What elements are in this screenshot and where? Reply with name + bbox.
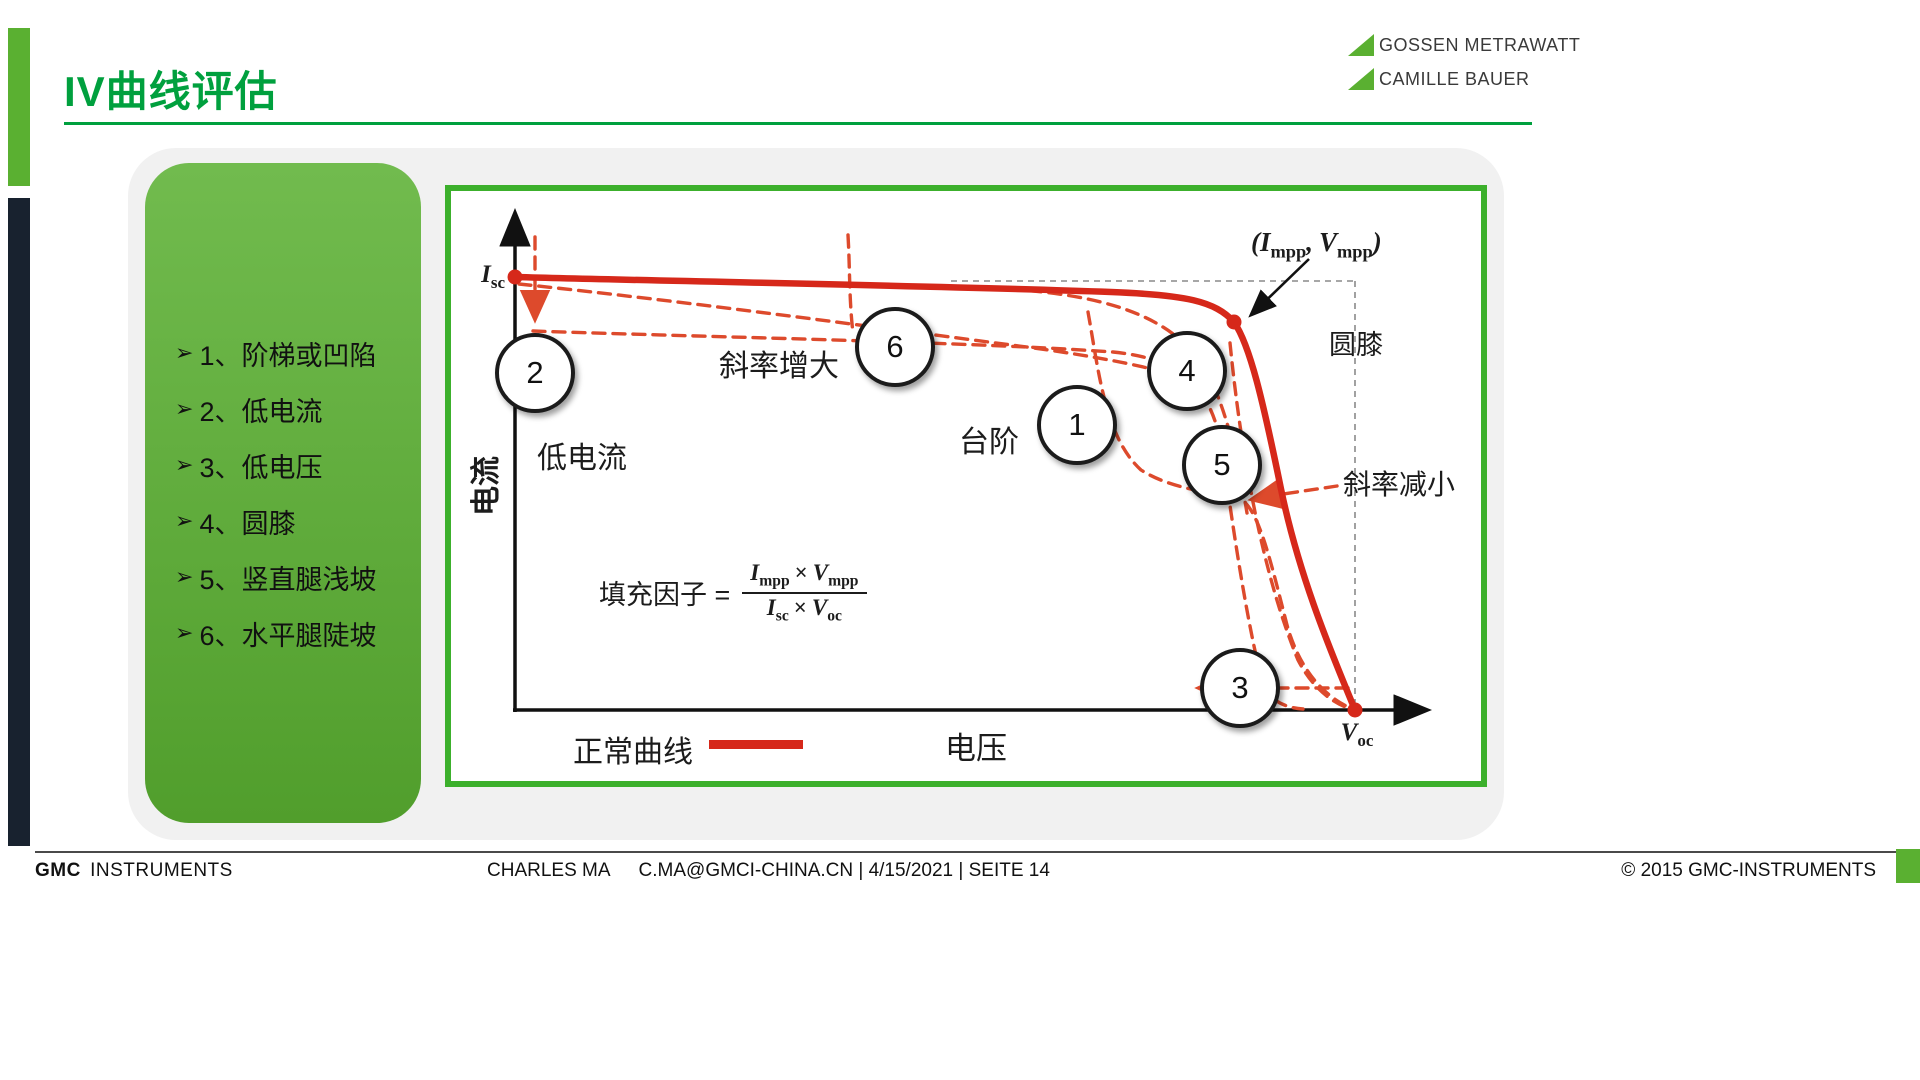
logo-triangle-icon (1348, 68, 1374, 90)
isc-base: I (481, 261, 491, 288)
mpp-i: I (1260, 227, 1271, 257)
list-item-label: 3、低电压 (199, 452, 323, 483)
list-item-label: 2、低电流 (199, 396, 323, 427)
num-i: I (750, 560, 760, 585)
logo-triangle-icon (1348, 34, 1374, 56)
num-times: × (794, 560, 808, 585)
slope-increase-label: 斜率增大 (719, 350, 839, 383)
den-i-sub: sc (775, 607, 789, 625)
arrow-bullet-icon: ➢ (175, 620, 194, 645)
list-item: ➢ 4、圆膝 (175, 502, 421, 541)
formula-denominator: Isc×Voc (759, 594, 850, 627)
list-item: ➢ 1、阶梯或凹陷 (175, 334, 421, 373)
num-v-sub: mpp (828, 572, 859, 590)
isc-point (507, 269, 523, 285)
mpp-sep: , (1306, 227, 1313, 257)
footer-brand: GMC INSTRUMENTS (35, 860, 233, 882)
footer-divider (35, 851, 1906, 853)
isc-sub: sc (490, 273, 505, 292)
defect-list: ➢ 1、阶梯或凹陷 ➢ 2、低电流 ➢ 3、低电压 ➢ 4、圆膝 ➢ 5、竖直腿… (145, 163, 421, 823)
left-accent-bar-green (8, 28, 30, 186)
normal-curve-legend-swatch (709, 740, 803, 749)
mpp-point (1226, 314, 1242, 330)
callout-circle-2: 2 (495, 333, 575, 413)
iv-chart-frame: Isc (Impp,Vmpp) Voc 电流 电压 低电流 斜率增大 台阶 圆膝… (445, 185, 1487, 787)
arrow-bullet-icon: ➢ (175, 564, 194, 589)
callout-circle-1: 1 (1037, 385, 1117, 465)
logo-text-gossen: GOSSEN METRAWATT (1379, 35, 1581, 55)
voc-label: Voc (1333, 719, 1381, 751)
logo-text-camille: CAMILLE BAUER (1379, 69, 1530, 89)
title-underline (64, 122, 1532, 125)
page-title: IV曲线评估 (64, 68, 278, 115)
low-current-label: 低电流 (537, 442, 627, 475)
formula-label: 填充因子 = (599, 580, 731, 611)
logo-row-camille: CAMILLE BAUER (1348, 68, 1580, 90)
footer-green-bar (1896, 849, 1920, 883)
slope-decrease-arrow (1247, 479, 1339, 510)
list-item-label: 1、阶梯或凹陷 (199, 340, 377, 371)
iv-chart: Isc (Impp,Vmpp) Voc 电流 电压 低电流 斜率增大 台阶 圆膝… (451, 191, 1481, 781)
callout-circle-5: 5 (1182, 425, 1262, 505)
callout-circle-6: 6 (855, 307, 935, 387)
callout-circle-3: 3 (1200, 648, 1280, 728)
normal-curve-legend-label: 正常曲线 (573, 736, 693, 769)
arrow-bullet-icon: ➢ (175, 396, 194, 421)
footer-brand-gmc: GMC (35, 860, 81, 881)
footer-brand-instruments: INSTRUMENTS (90, 860, 233, 881)
footer-author: CHARLES MA (487, 860, 611, 881)
fill-factor-formula: 填充因子 = Impp×Vmpp Isc×Voc (599, 559, 867, 626)
den-times: × (793, 594, 807, 620)
mpp-close: ) (1372, 227, 1382, 257)
voc-point (1347, 702, 1363, 718)
list-item: ➢ 6、水平腿陡坡 (175, 614, 421, 653)
formula-numerator: Impp×Vmpp (742, 559, 867, 594)
slope-decrease-label: 斜率减小 (1343, 469, 1456, 500)
formula-fraction: Impp×Vmpp Isc×Voc (742, 559, 867, 627)
mpp-open: ( (1251, 227, 1260, 257)
callout-circle-4: 4 (1147, 331, 1227, 411)
list-item: ➢ 3、低电压 (175, 446, 421, 485)
arrow-bullet-icon: ➢ (175, 508, 194, 533)
mpp-i-sub: mpp (1270, 241, 1307, 262)
mpp-pointer-arrow (1248, 258, 1310, 318)
iv-curve-plot (499, 208, 1432, 726)
den-v: V (811, 594, 828, 620)
mpp-label: (Impp,Vmpp) (1251, 227, 1382, 262)
list-item: ➢ 2、低电流 (175, 390, 421, 429)
voc-base: V (1340, 719, 1358, 746)
defect-curve-slope-increase (517, 282, 1207, 387)
x-axis-label: 电压 (945, 731, 1007, 766)
mpp-v-sub: mpp (1337, 241, 1373, 262)
list-item-label: 4、圆膝 (199, 508, 296, 539)
den-i: I (766, 594, 776, 620)
logo-row-gossen: GOSSEN METRAWATT (1348, 34, 1580, 56)
arrow-bullet-icon: ➢ (175, 452, 194, 477)
mpp-v: V (1318, 227, 1337, 257)
arrow-bullet-icon: ➢ (175, 340, 194, 365)
left-accent-bar-navy (8, 198, 30, 846)
defect-curve-shallow-leg (1228, 341, 1356, 712)
normal-iv-curve (511, 273, 1359, 714)
num-v: V (812, 560, 829, 585)
footer-info: CHARLES MA C.MA@GMCI-CHINA.CN | 4/15/202… (487, 860, 1050, 882)
list-item-label: 5、竖直腿浅坡 (199, 564, 377, 595)
round-knee-label: 圆膝 (1329, 330, 1383, 360)
y-axis-label: 电流 (470, 456, 503, 516)
step-label: 台阶 (959, 426, 1019, 459)
isc-label: Isc (453, 261, 505, 293)
company-logo: GOSSEN METRAWATT CAMILLE BAUER (1348, 34, 1580, 102)
list-item-label: 6、水平腿陡坡 (199, 620, 377, 651)
den-v-sub: oc (827, 607, 842, 625)
footer-meta: C.MA@GMCI-CHINA.CN | 4/15/2021 | SEITE 1… (638, 860, 1050, 881)
voc-sub: oc (1357, 731, 1374, 750)
num-i-sub: mpp (759, 572, 790, 590)
footer-copyright: © 2015 GMC-INSTRUMENTS (1621, 860, 1876, 881)
list-item: ➢ 5、竖直腿浅坡 (175, 558, 421, 597)
